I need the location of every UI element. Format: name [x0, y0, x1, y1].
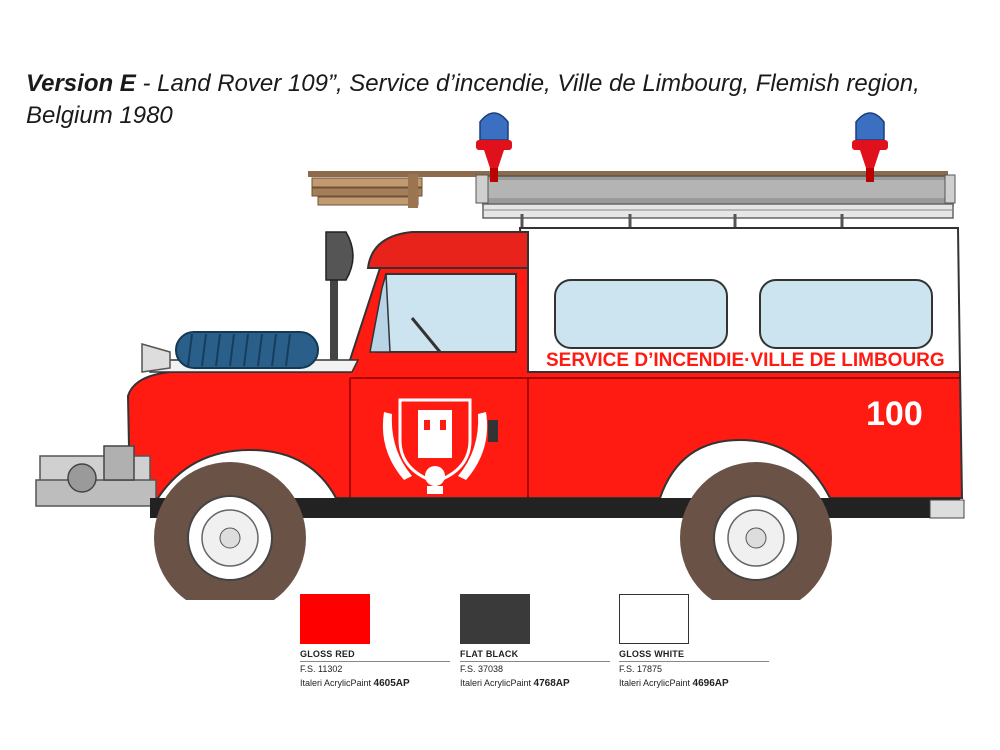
- searchlight: [325, 231, 354, 360]
- color-name: Gloss White: [619, 649, 685, 659]
- color-name: Flat Black: [460, 649, 519, 659]
- ladder: [308, 171, 948, 208]
- land-rover-illustration: SERVICE D’INCENDIE·VILLE DE LIMBOURG 100: [35, 112, 965, 600]
- color-swatch-flat-black: [460, 594, 530, 644]
- color-paint-code: Italeri AcrylicPaint 4768AP: [460, 678, 570, 689]
- color-swatch-gloss-red: [300, 594, 370, 644]
- color-fs-code: F.S. 17875: [619, 664, 663, 674]
- divider: [460, 661, 610, 662]
- color-name: Gloss Red: [300, 649, 355, 659]
- city-crest-emblem: [382, 398, 488, 494]
- color-swatch-gloss-white: [619, 594, 689, 644]
- beacon-light: [852, 112, 888, 182]
- divider: [619, 661, 769, 662]
- rear-wheel: [680, 462, 832, 600]
- color-fs-code: F.S. 11302: [300, 664, 343, 674]
- color-fs-code: F.S. 37038: [460, 664, 504, 674]
- front-winch: [35, 445, 157, 507]
- spare-tire: [141, 331, 319, 373]
- version-description: - Land Rover 109”, Service d’incendie, V…: [26, 70, 920, 129]
- side-window: [554, 279, 728, 349]
- roof-rack: [475, 174, 956, 266]
- version-title: Version E - Land Rover 109”, Service d’i…: [26, 68, 966, 132]
- front-wheel: [154, 462, 306, 600]
- vehicle-number: 100: [866, 395, 923, 433]
- divider: [300, 661, 450, 662]
- beacon-light: [476, 112, 512, 182]
- side-lettering: SERVICE D’INCENDIE·VILLE DE LIMBOURG: [546, 350, 945, 371]
- color-paint-code: Italeri AcrylicPaint 4605AP: [300, 678, 410, 689]
- side-window: [759, 279, 933, 349]
- color-paint-code: Italeri AcrylicPaint 4696AP: [619, 678, 729, 689]
- version-label: Version E: [26, 70, 136, 97]
- door-handle: [488, 420, 498, 442]
